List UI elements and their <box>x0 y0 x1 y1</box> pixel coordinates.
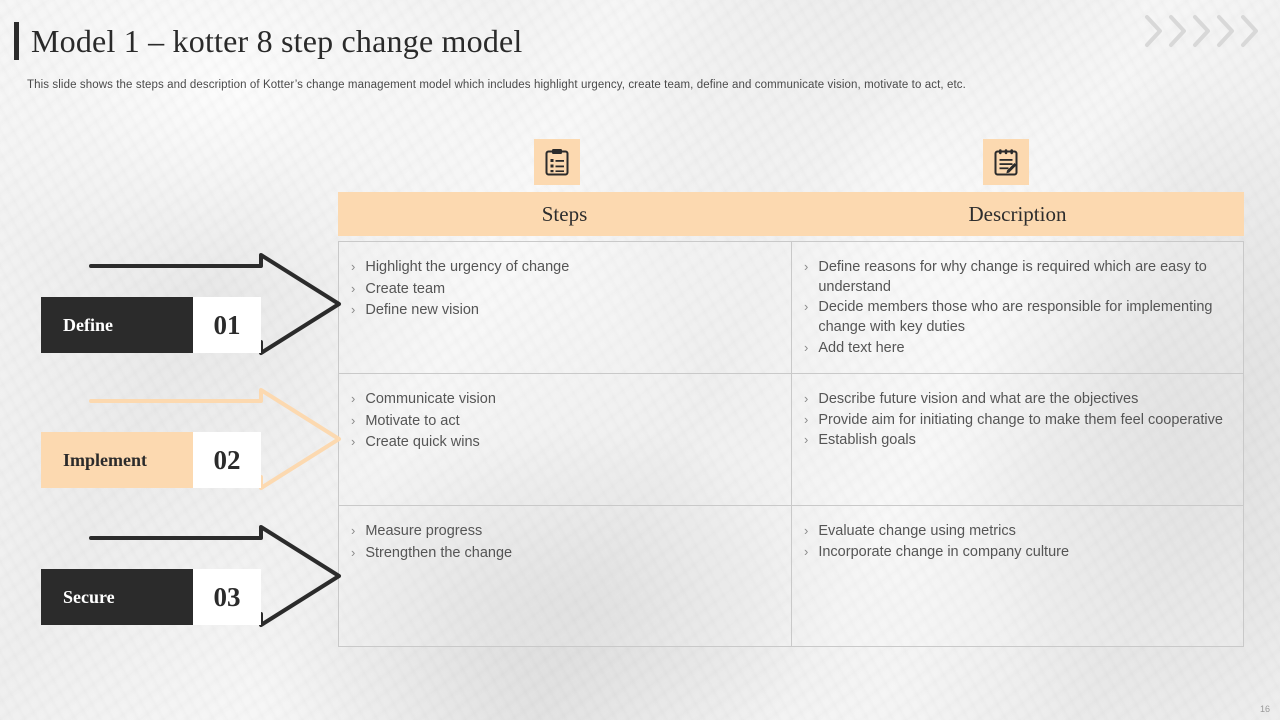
stage-number: 03 <box>193 569 261 625</box>
list-item: › Provide aim for initiating change to ma… <box>800 411 1229 431</box>
steps-list: › Communicate vision › Motivate to act › Cr… <box>347 390 777 453</box>
list-item: › Highlight the urgency of change <box>347 258 777 278</box>
stage-label: Implement <box>63 449 147 470</box>
chevron-right-icon <box>1241 15 1258 47</box>
list-item: › Strengthen the change <box>347 544 777 564</box>
list-item-text: Strengthen the change <box>365 544 513 561</box>
list-item: › Establish goals <box>800 431 1229 451</box>
stage-label: Secure <box>63 586 115 607</box>
description-list: › Describe future vision and what are the… <box>800 390 1229 451</box>
bullet-chevron-icon: › <box>351 391 356 406</box>
list-item-text: Create quick wins <box>365 434 480 451</box>
bullet-chevron-icon: › <box>351 280 356 296</box>
bullet-chevron-icon: › <box>351 259 356 274</box>
description-list: › Define reasons for why change is requir… <box>800 258 1229 359</box>
list-item: › Create team <box>347 280 777 300</box>
cell-description: › Describe future vision and what are the… <box>792 374 1243 505</box>
clipboard-icon <box>545 149 569 176</box>
notepad-icon <box>994 149 1018 176</box>
description-icon-tile <box>983 139 1029 185</box>
page-number: 16 <box>1259 704 1270 714</box>
list-item-text: Provide aim for initiating change to mak… <box>818 411 1223 428</box>
list-item: › Decide members those who are responsibl… <box>800 298 1229 337</box>
list-item: › Motivate to act <box>347 412 777 432</box>
steps-list: › Measure progress › Strengthen the change <box>347 522 777 563</box>
title-accent-bar <box>14 22 19 60</box>
chevron-decoration <box>1144 14 1262 48</box>
stage-arrow-outline-2 <box>89 388 341 490</box>
table-body: › Highlight the urgency of change › Create… <box>338 241 1244 647</box>
steps-icon-tile <box>534 139 580 185</box>
list-item: › Evaluate change using metrics <box>800 522 1229 542</box>
list-item-text: Evaluate change using metrics <box>818 523 1016 539</box>
table-row: › Highlight the urgency of change › Create… <box>339 242 1243 374</box>
chevron-right-icon <box>1193 15 1210 47</box>
bullet-chevron-icon: › <box>351 412 356 428</box>
bullet-chevron-icon: › <box>804 411 809 427</box>
bullet-chevron-icon: › <box>804 299 809 315</box>
table-row: › Measure progress › Strengthen the change… <box>339 506 1243 646</box>
slide-subtitle: This slide shows the steps and descripti… <box>27 79 966 91</box>
bullet-chevron-icon: › <box>804 432 809 448</box>
column-header-steps: Steps <box>541 201 588 226</box>
bullet-chevron-icon: › <box>351 544 356 560</box>
bullet-chevron-icon: › <box>804 339 809 355</box>
cell-description: › Evaluate change using metrics › Incorpor… <box>792 506 1243 646</box>
bullet-chevron-icon: › <box>804 543 809 559</box>
stage-item-define[interactable]: Define 01 <box>41 297 261 353</box>
title-bar: Model 1 – kotter 8 step change model <box>14 22 523 60</box>
list-item: › Incorporate change in company culture <box>800 543 1229 563</box>
bullet-chevron-icon: › <box>351 523 356 538</box>
list-item: › Communicate vision <box>347 390 777 410</box>
stage-arrow-outline-1 <box>89 253 341 355</box>
list-item: › Measure progress <box>347 522 777 542</box>
table-row: › Communicate vision › Motivate to act › Cr… <box>339 374 1243 506</box>
list-item-text: Measure progress <box>365 523 483 539</box>
list-item-text: Incorporate change in company culture <box>818 543 1070 560</box>
list-item: › Define new vision <box>347 301 777 321</box>
list-item: › Describe future vision and what are the… <box>800 390 1229 410</box>
cell-steps: › Measure progress › Strengthen the change <box>339 506 792 646</box>
list-item: › Add text here <box>800 339 1229 359</box>
list-item-text: Decide members those who are responsible… <box>818 299 1213 336</box>
list-item-text: Motivate to act <box>365 412 460 429</box>
cell-steps: › Communicate vision › Motivate to act › Cr… <box>339 374 792 505</box>
stage-item-secure[interactable]: Secure 03 <box>41 569 261 625</box>
list-item-text: Establish goals <box>818 432 916 449</box>
page-title: Model 1 – kotter 8 step change model <box>31 22 523 59</box>
list-item-text: Highlight the urgency of change <box>365 259 570 275</box>
bullet-chevron-icon: › <box>804 259 809 274</box>
stage-item-implement[interactable]: Implement 02 <box>41 432 261 488</box>
list-item: › Create quick wins <box>347 433 777 453</box>
list-item-text: Define new vision <box>365 302 479 319</box>
bullet-chevron-icon: › <box>351 434 356 450</box>
list-item: › Define reasons for why change is requir… <box>800 258 1229 297</box>
table-header-row: Steps Description <box>338 192 1244 236</box>
chevron-right-icon <box>1169 15 1186 47</box>
bullet-chevron-icon: › <box>804 391 809 406</box>
stage-label: Define <box>63 314 113 335</box>
cell-steps: › Highlight the urgency of change › Create… <box>339 242 792 373</box>
chevron-right-icon <box>1217 15 1234 47</box>
stage-arrow-outline-3 <box>89 525 341 627</box>
list-item-text: Add text here <box>818 339 905 356</box>
stage-number: 01 <box>193 297 261 353</box>
list-item-text: Create team <box>365 280 446 297</box>
column-header-description: Description <box>968 201 1067 226</box>
cell-description: › Define reasons for why change is requir… <box>792 242 1243 373</box>
list-item-text: Define reasons for why change is require… <box>818 259 1207 295</box>
stage-number: 02 <box>193 432 261 488</box>
list-item-text: Describe future vision and what are the … <box>818 391 1139 407</box>
list-item-text: Communicate vision <box>365 391 496 407</box>
description-list: › Evaluate change using metrics › Incorpor… <box>800 522 1229 562</box>
bullet-chevron-icon: › <box>351 302 356 318</box>
steps-description-table: Steps Description › Highlight the urgency… <box>338 192 1244 647</box>
chevron-right-icon <box>1145 15 1162 47</box>
steps-list: › Highlight the urgency of change › Create… <box>347 258 777 321</box>
bullet-chevron-icon: › <box>804 523 809 538</box>
